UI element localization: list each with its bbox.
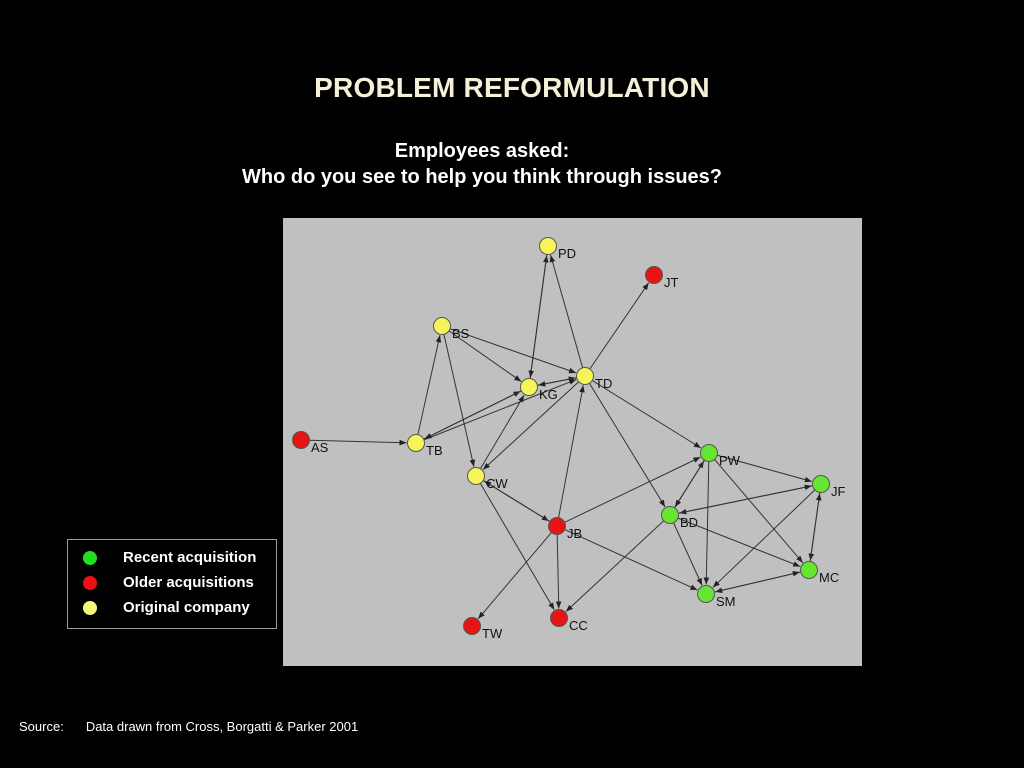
edge-bs-td bbox=[449, 328, 577, 374]
node-label-td: TD bbox=[595, 376, 612, 391]
edge-td-jt bbox=[589, 282, 650, 370]
node-kg bbox=[520, 378, 538, 396]
edge-td-pw bbox=[591, 380, 702, 449]
edge-as-tb bbox=[309, 439, 407, 446]
node-label-cc: CC bbox=[569, 618, 588, 633]
node-label-bs: BS bbox=[452, 326, 470, 341]
question-line-1: Employees asked: bbox=[394, 140, 570, 162]
node-label-pw: PW bbox=[719, 453, 741, 468]
edge-pw-mc bbox=[714, 459, 804, 564]
node-sm bbox=[697, 585, 715, 603]
edge-tb-td bbox=[423, 379, 577, 441]
node-label-tb: TB bbox=[426, 443, 443, 458]
edge-jf-sm bbox=[712, 489, 816, 588]
edge-pw-jf bbox=[717, 454, 812, 483]
edge-jb-td bbox=[558, 385, 585, 518]
network-diagram: PD JT BS KG TD AS TB CW PW JF BD JB MC SM TW CC bbox=[283, 218, 862, 666]
source-note: Source: Data drawn from Cross, Borgatti &… bbox=[19, 719, 358, 734]
node-pw bbox=[700, 444, 718, 462]
node-tw bbox=[463, 617, 481, 635]
edge-cw-cc bbox=[479, 483, 555, 611]
network-svg: PD JT BS KG TD AS TB CW PW JF BD JB MC SM TW CC bbox=[292, 237, 846, 641]
node-jb bbox=[548, 517, 566, 535]
node-pd bbox=[539, 237, 557, 255]
edge-bs-cw bbox=[443, 334, 476, 467]
legend-label-original: Original company bbox=[123, 599, 250, 616]
edge-td-cw bbox=[482, 381, 580, 470]
edge-td-kg bbox=[538, 377, 577, 387]
legend-dot-older bbox=[83, 576, 97, 590]
legend-label-older: Older acquisitions bbox=[123, 574, 254, 591]
node-td bbox=[576, 367, 594, 385]
node-as bbox=[292, 431, 310, 449]
edge-jb-tw bbox=[477, 532, 552, 620]
edge-bs-kg bbox=[448, 330, 522, 382]
node-bs bbox=[433, 317, 451, 335]
slide-title: PROBLEM REFORMULATION bbox=[314, 72, 710, 103]
node-label-jb: JB bbox=[567, 526, 582, 541]
node-jf bbox=[812, 475, 830, 493]
edge-jb-cc bbox=[555, 534, 562, 609]
node-cw bbox=[467, 467, 485, 485]
legend-dot-original bbox=[83, 601, 97, 615]
edge-pd-kg bbox=[528, 254, 548, 378]
source-text: Data drawn from Cross, Borgatti & Parker… bbox=[85, 719, 359, 734]
node-bd bbox=[661, 506, 679, 524]
edge-jb-sm bbox=[564, 529, 698, 591]
edge-cw-kg bbox=[479, 394, 525, 469]
edge-td-pd bbox=[549, 255, 584, 368]
edge-bd-cc bbox=[565, 520, 665, 612]
edge-sm-mc bbox=[714, 571, 800, 593]
node-label-tw: TW bbox=[482, 626, 503, 641]
node-cc bbox=[550, 609, 568, 627]
node-label-jt: JT bbox=[664, 275, 679, 290]
node-label-jf: JF bbox=[831, 484, 846, 499]
node-jt bbox=[645, 266, 663, 284]
legend-dot-recent bbox=[83, 551, 97, 565]
node-label-pd: PD bbox=[558, 246, 576, 261]
edge-td-bd bbox=[589, 382, 666, 508]
edge-jb-cw bbox=[483, 480, 551, 522]
node-label-kg: KG bbox=[539, 387, 558, 402]
edge-bd-jf bbox=[678, 484, 812, 514]
source-label: Source: bbox=[19, 719, 64, 734]
node-label-cw: CW bbox=[486, 476, 508, 491]
node-mc bbox=[800, 561, 818, 579]
edge-bd-mc bbox=[677, 517, 801, 567]
legend-box: Recent acquisition Older acquisitions Or… bbox=[67, 539, 277, 629]
edge-bd-sm bbox=[673, 522, 703, 586]
edge-pw-bd bbox=[674, 459, 705, 508]
edge-pw-sm bbox=[703, 461, 710, 585]
edge-jb-pw bbox=[564, 456, 701, 523]
question-line-2: Who do you see to help you think through… bbox=[241, 166, 722, 188]
edge-tb-bs bbox=[417, 335, 442, 435]
node-label-bd: BD bbox=[680, 515, 698, 530]
edge-mc-jf bbox=[809, 493, 822, 562]
node-label-sm: SM bbox=[716, 594, 736, 609]
node-tb bbox=[407, 434, 425, 452]
node-label-mc: MC bbox=[819, 570, 839, 585]
edge-kg-tb bbox=[424, 390, 522, 440]
legend-label-recent: Recent acquisition bbox=[123, 549, 257, 566]
node-label-as: AS bbox=[311, 440, 329, 455]
